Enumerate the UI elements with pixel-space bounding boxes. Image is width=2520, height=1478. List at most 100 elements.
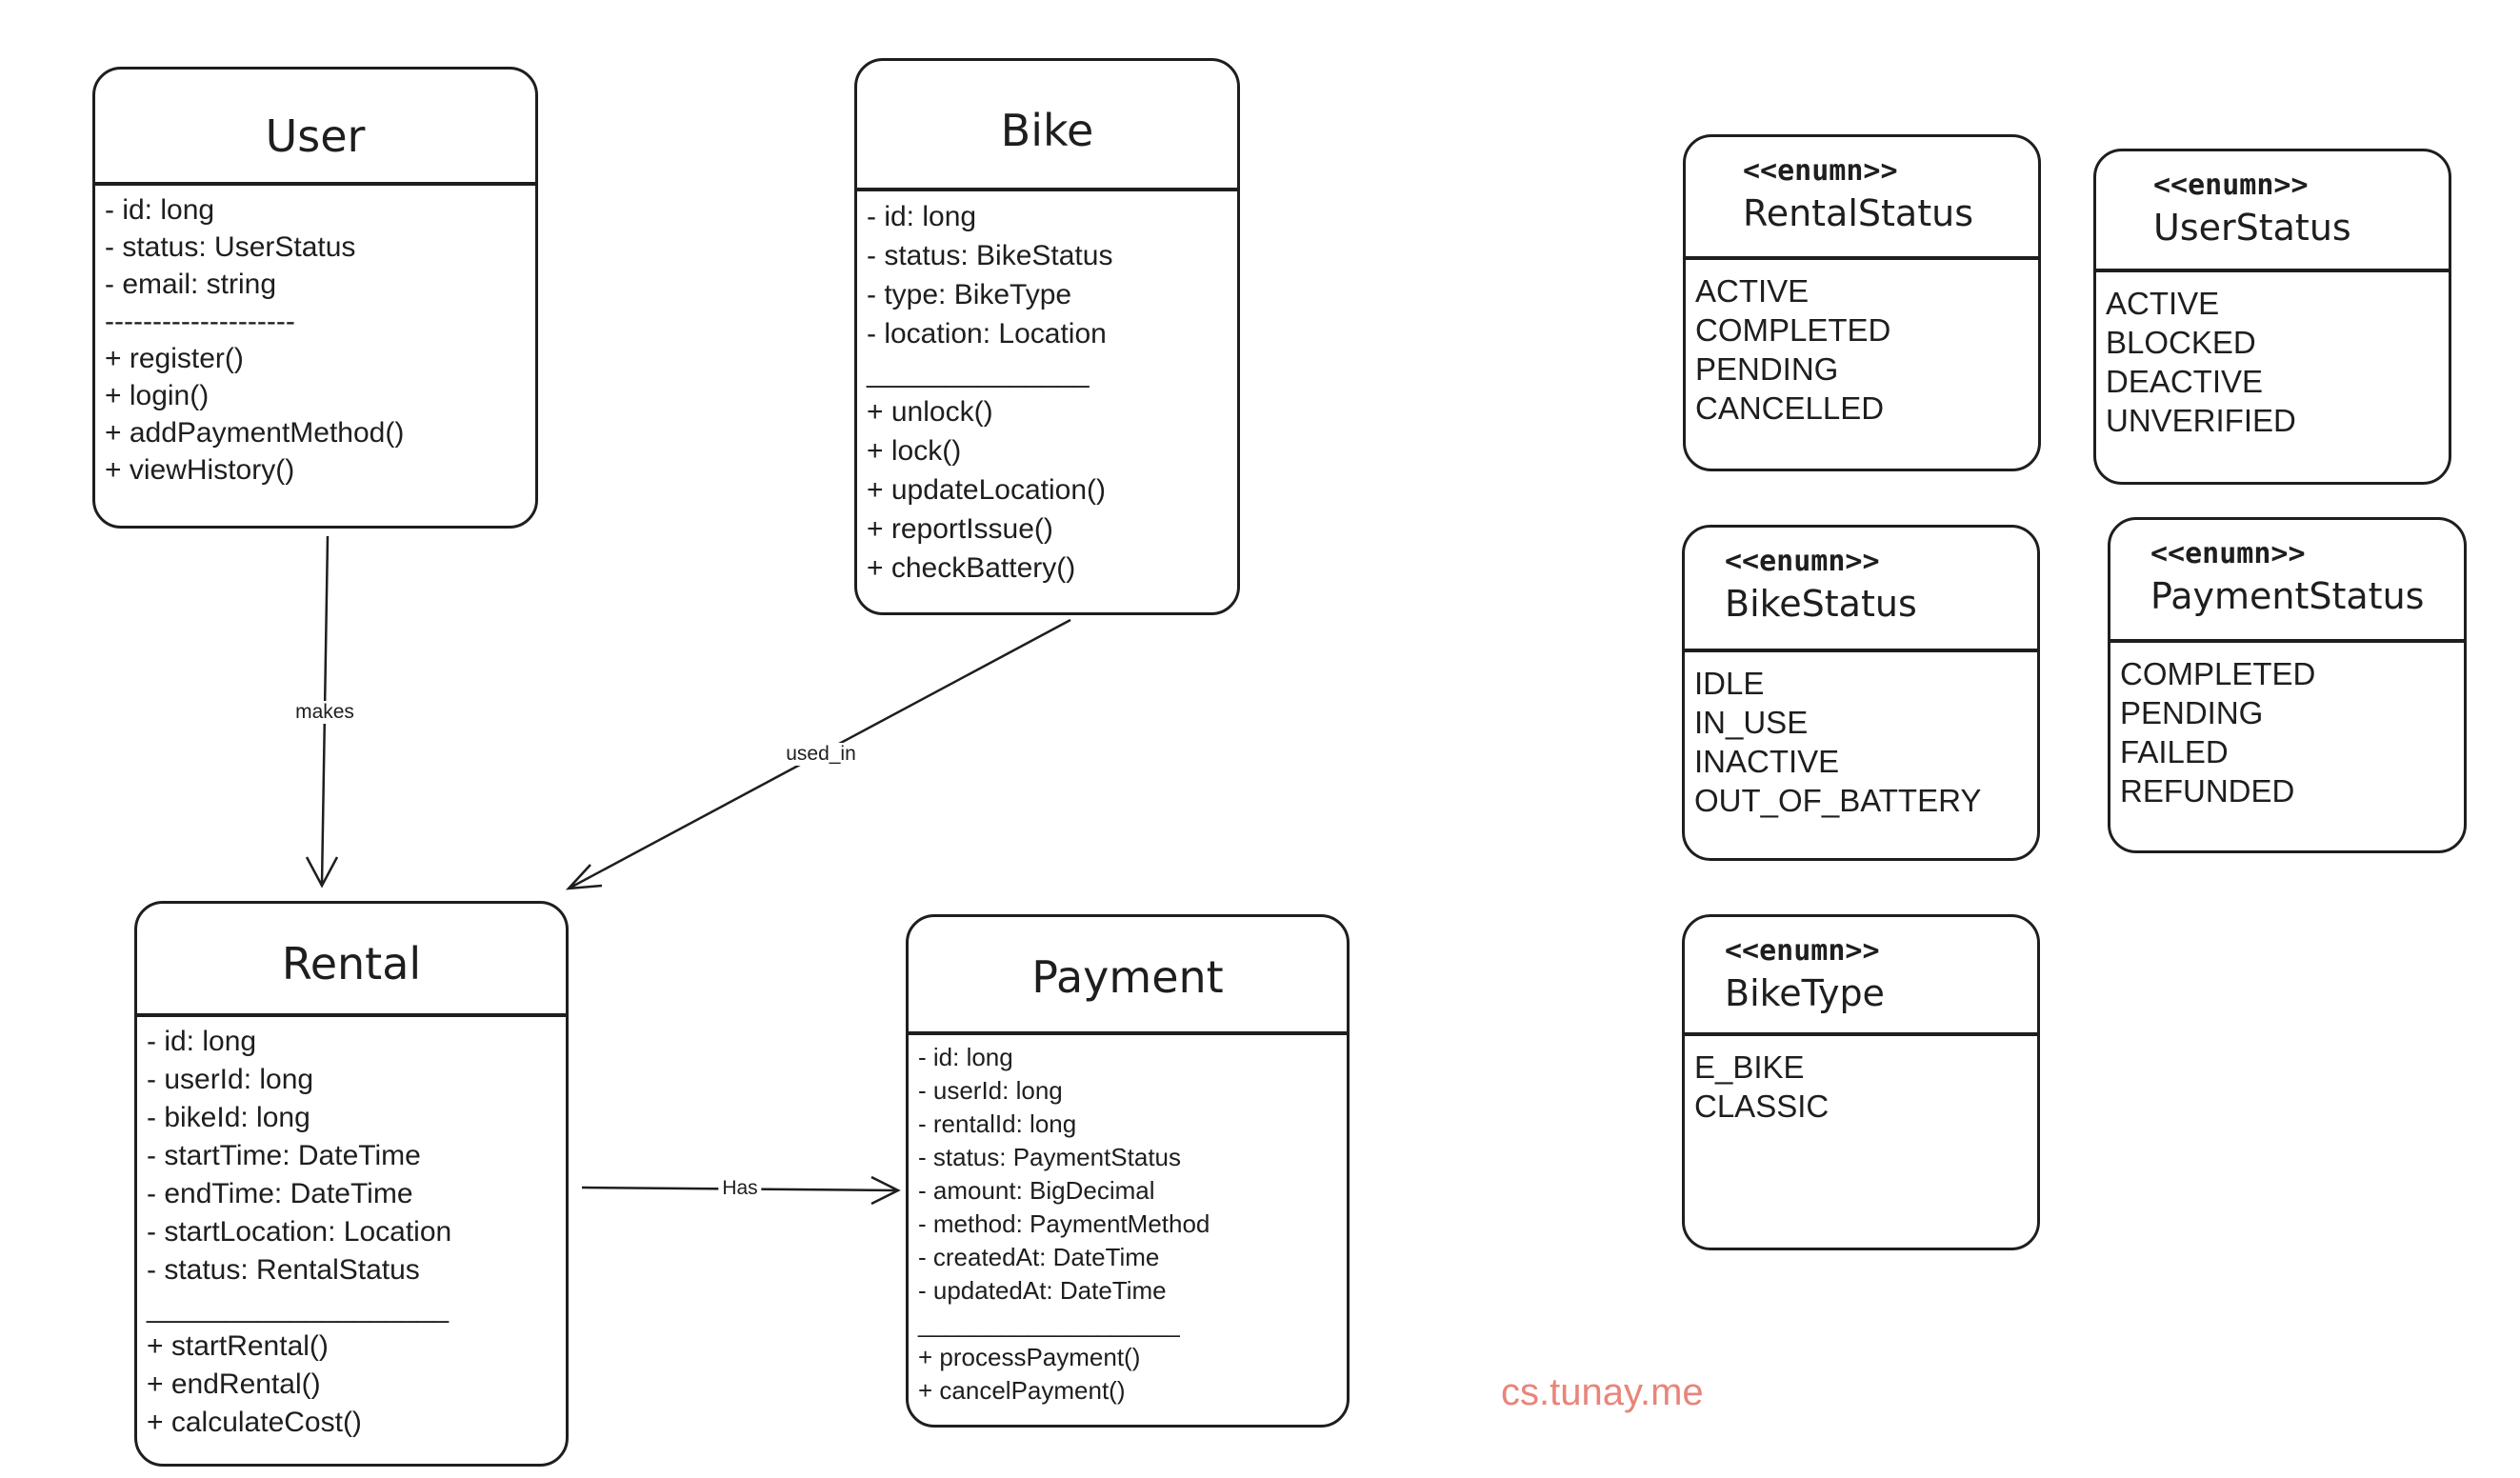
enum-header: <<enumn>> PaymentStatus [2110, 520, 2464, 643]
enum-value: BLOCKED [2106, 325, 2256, 360]
enum-name: PaymentStatus [2150, 575, 2425, 617]
class-member: + calculateCost() [147, 1407, 362, 1438]
enum-value: DEACTIVE [2106, 364, 2264, 399]
class-member: - location: Location [867, 318, 1107, 350]
enum-header: <<enumn>> BikeType [1685, 917, 2037, 1036]
class-members: - id: long - status: UserStatus - email: s… [105, 191, 528, 489]
enum-stereotype: <<enumn>> [1743, 154, 1898, 188]
class-title: Rental [281, 938, 422, 989]
class-member: + reportIssue() [867, 513, 1053, 545]
class-header: Bike [857, 61, 1237, 191]
enum-value: ACTIVE [1695, 273, 1810, 309]
enum-name: BikeType [1725, 972, 1885, 1014]
class-member: - status: BikeStatus [867, 240, 1113, 271]
class-members: - id: long - status: BikeStatus - type: Bi… [867, 197, 1230, 588]
enum-value: IN_USE [1694, 705, 1809, 740]
class-member: - updatedAt: DateTime [918, 1276, 1167, 1305]
enum-header: <<enumn>> RentalStatus [1686, 137, 2038, 260]
class-member: - userId: long [147, 1064, 314, 1095]
enum-value: PENDING [2120, 695, 2264, 730]
class-member: - id: long [105, 194, 215, 226]
class-member: -------------------- [105, 306, 295, 337]
class-member: - endTime: DateTime [147, 1178, 413, 1209]
class-member: - status: RentalStatus [147, 1254, 420, 1286]
class-member: + processPayment() [918, 1343, 1141, 1371]
class-member: + updateLocation() [867, 474, 1107, 506]
has-label: Has [718, 1177, 762, 1200]
used-in-label: used_in [782, 743, 860, 766]
enum-value: ACTIVE [2106, 286, 2220, 321]
watermark: cs.tunay.me [1501, 1371, 1704, 1413]
class-member: + login() [105, 380, 210, 411]
enum-value: UNVERIFIED [2106, 403, 2296, 438]
class-member: - startTime: DateTime [147, 1140, 421, 1171]
class-member: + unlock() [867, 396, 993, 428]
enum-value: CLASSIC [1694, 1089, 1830, 1124]
enum-value: CANCELLED [1695, 390, 1885, 426]
enum-header: <<enumn>> UserStatus [2096, 151, 2449, 272]
class-member: - rentalId: long [918, 1109, 1077, 1138]
enum-stereotype: <<enumn>> [2153, 169, 2309, 202]
makes-label: makes [291, 701, 358, 724]
class-member: - status: PaymentStatus [918, 1143, 1182, 1171]
enum-header: <<enumn>>BikeStatus [1685, 528, 2037, 652]
class-member: + lock() [867, 435, 962, 467]
class-header: User [95, 70, 535, 186]
class-member: - bikeId: long [147, 1102, 310, 1133]
class-member: - status: UserStatus [105, 231, 356, 263]
enum-value: INACTIVE [1694, 744, 1840, 779]
enum-value: COMPLETED [1695, 312, 1891, 348]
class-member: - userId: long [918, 1076, 1063, 1105]
class-members: - id: long - userId: long - rentalId: long… [918, 1041, 1339, 1408]
enum-value: IDLE [1694, 666, 1765, 701]
class-member: ______________ [867, 357, 1090, 389]
enum-values: ACTIVE BLOCKED DEACTIVE UNVERIFIED [2106, 284, 2441, 440]
class-member: - startLocation: Location [147, 1216, 452, 1248]
class-member: + checkBattery() [867, 552, 1076, 584]
class-member: - id: long [918, 1043, 1013, 1071]
class-header: Payment [909, 917, 1347, 1035]
enum-values: E_BIKE CLASSIC [1694, 1048, 2030, 1126]
class-member: - method: PaymentMethod [918, 1209, 1210, 1238]
class-member: + register() [105, 343, 244, 374]
enum-value: COMPLETED [2120, 656, 2316, 691]
class-member: ___________________ [918, 1309, 1180, 1338]
class-user: User - id: long - status: UserStatus - emai… [92, 67, 538, 529]
enum-name: BikeStatus [1725, 583, 1917, 625]
enum-stereotype: <<enumn>> [2150, 537, 2306, 570]
enum-values: COMPLETED PENDING FAILED REFUNDED [2120, 654, 2456, 810]
enum-value: FAILED [2120, 734, 2229, 769]
class-member: + startRental() [147, 1330, 329, 1362]
class-member: - email: string [105, 269, 277, 300]
enum-value: REFUNDED [2120, 773, 2295, 809]
class-member: + cancelPayment() [918, 1376, 1126, 1405]
class-member: + viewHistory() [105, 454, 295, 486]
class-member: - createdAt: DateTime [918, 1243, 1160, 1271]
enum-value: E_BIKE [1694, 1049, 1805, 1085]
class-member: ___________________ [147, 1292, 450, 1324]
class-title: Payment [1031, 951, 1224, 1003]
class-rental: Rental - id: long - userId: long - bikeId: … [134, 901, 569, 1467]
class-member: - id: long [147, 1026, 257, 1057]
class-member: - type: BikeType [867, 279, 1072, 310]
class-title: User [265, 110, 366, 162]
class-bike: Bike - id: long - status: BikeStatus - type… [854, 58, 1240, 615]
class-title: Bike [1000, 105, 1094, 156]
class-header: Rental [137, 904, 566, 1017]
enum-name: RentalStatus [1743, 192, 1973, 234]
class-members: - id: long - userId: long - bikeId: long - … [147, 1023, 558, 1442]
enum-value: PENDING [1695, 351, 1839, 387]
class-member: - id: long [867, 201, 977, 232]
class-member: + endRental() [147, 1368, 321, 1400]
class-payment: Payment - id: long - userId: long - rentalI… [906, 914, 1350, 1428]
enum-stereotype: <<enumn>> [1725, 934, 1880, 968]
class-member: + addPaymentMethod() [105, 417, 405, 449]
enum-name: UserStatus [2153, 207, 2351, 249]
